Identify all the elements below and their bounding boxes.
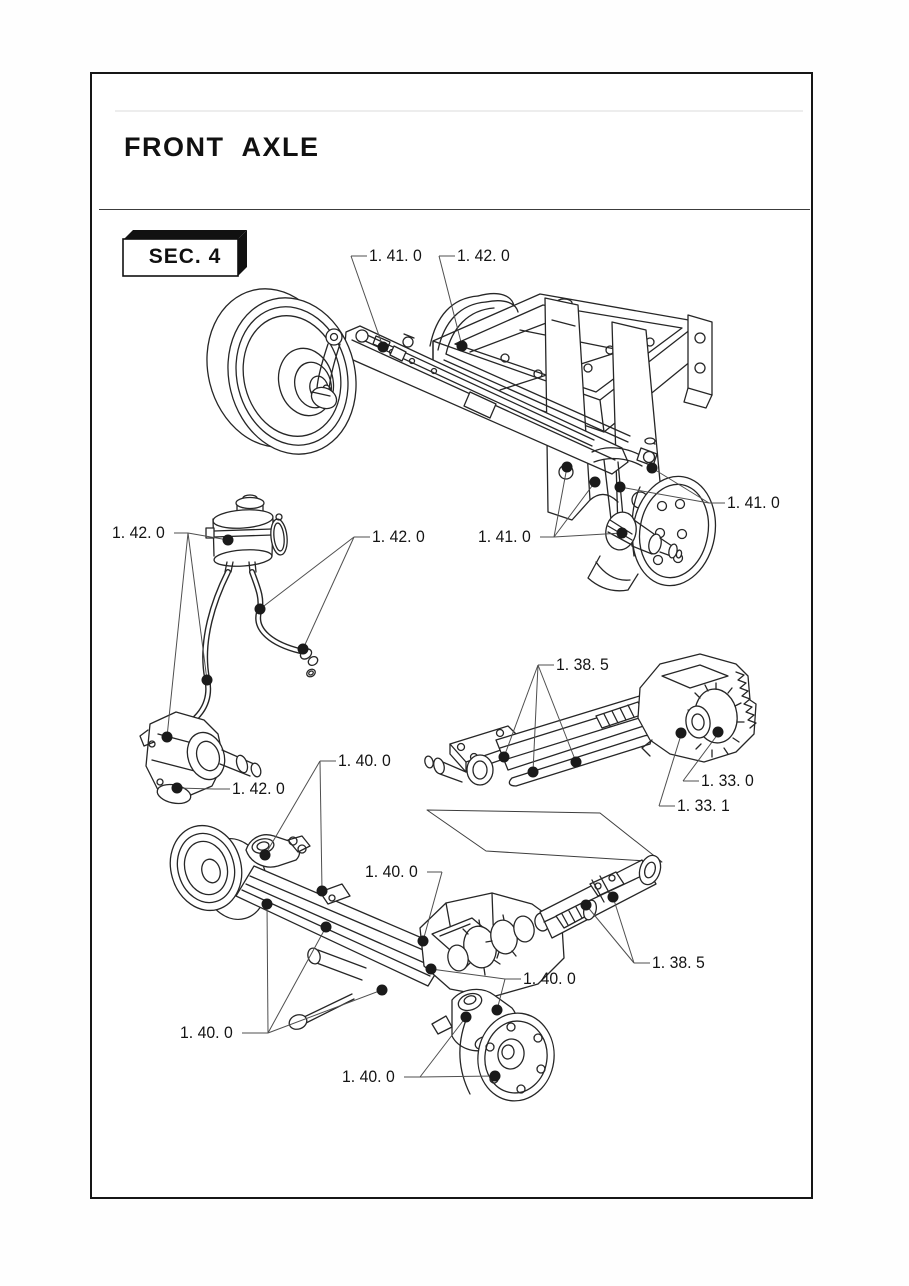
index-dot xyxy=(320,921,332,933)
index-dot xyxy=(316,885,328,897)
index-dot xyxy=(570,756,582,768)
leader-line xyxy=(682,733,719,782)
index-dot xyxy=(201,674,213,686)
scan-artifact-line xyxy=(115,110,803,112)
leader-line xyxy=(619,486,710,504)
leader-line xyxy=(651,467,710,504)
title-divider xyxy=(99,209,810,210)
leader-line xyxy=(187,532,229,541)
index-dot xyxy=(646,462,658,474)
leader-line xyxy=(267,989,383,1034)
front-axle-2wd-drawing xyxy=(206,288,717,592)
section-badge-3d-border xyxy=(122,230,247,277)
index-dot xyxy=(498,751,510,763)
index-dot xyxy=(616,527,628,539)
index-dot xyxy=(377,341,389,353)
index-dot xyxy=(222,534,234,546)
leader-line xyxy=(259,536,355,610)
index-dot xyxy=(675,727,687,739)
index-dot xyxy=(261,898,273,910)
leader-line xyxy=(176,787,215,790)
leader-line xyxy=(553,466,568,538)
index-dot xyxy=(171,782,183,794)
leader-line xyxy=(503,664,539,758)
leader-line xyxy=(419,1016,467,1078)
leader-line xyxy=(266,903,269,1034)
index-dot xyxy=(460,1011,472,1023)
section-label: SEC. 4 xyxy=(148,245,222,268)
leader-line xyxy=(302,536,355,650)
leader-line xyxy=(612,896,635,964)
section-badge: SEC. 4 xyxy=(121,228,253,280)
leader-line xyxy=(585,904,635,964)
index-dot xyxy=(607,891,619,903)
page-title: FRONT AXLE xyxy=(124,132,320,162)
index-dot xyxy=(614,481,626,493)
index-dot xyxy=(161,731,173,743)
leader-line xyxy=(532,664,539,773)
index-dot xyxy=(417,935,429,947)
index-dot xyxy=(527,766,539,778)
index-dot xyxy=(712,726,724,738)
leader-line xyxy=(264,760,321,856)
index-dot xyxy=(580,899,592,911)
index-dot xyxy=(589,476,601,488)
index-dot xyxy=(376,984,388,996)
front-axle-4wd-drawing xyxy=(169,824,662,1102)
mounting-plate-outline xyxy=(426,809,663,863)
index-dot xyxy=(456,340,468,352)
index-dot xyxy=(297,643,309,655)
leader-line xyxy=(422,871,443,942)
index-dot xyxy=(259,849,271,861)
leader-line xyxy=(319,760,323,892)
leader-line xyxy=(166,532,189,738)
index-dot xyxy=(489,1070,501,1082)
leader-line xyxy=(350,255,384,348)
leader-line xyxy=(553,532,623,538)
index-dot xyxy=(425,963,437,975)
leader-line xyxy=(438,255,463,347)
steering-pump-drawing xyxy=(139,711,262,805)
drive-shaft-drawing xyxy=(424,653,757,787)
leader-line xyxy=(430,968,506,980)
leader-line xyxy=(553,481,596,538)
leader-line xyxy=(267,926,327,1034)
leader-line xyxy=(537,664,577,763)
leader-line xyxy=(187,532,208,681)
leader-line xyxy=(658,734,682,807)
index-dot xyxy=(491,1004,503,1016)
leader-line xyxy=(419,1075,496,1078)
index-dot xyxy=(561,461,573,473)
index-dot xyxy=(254,603,266,615)
